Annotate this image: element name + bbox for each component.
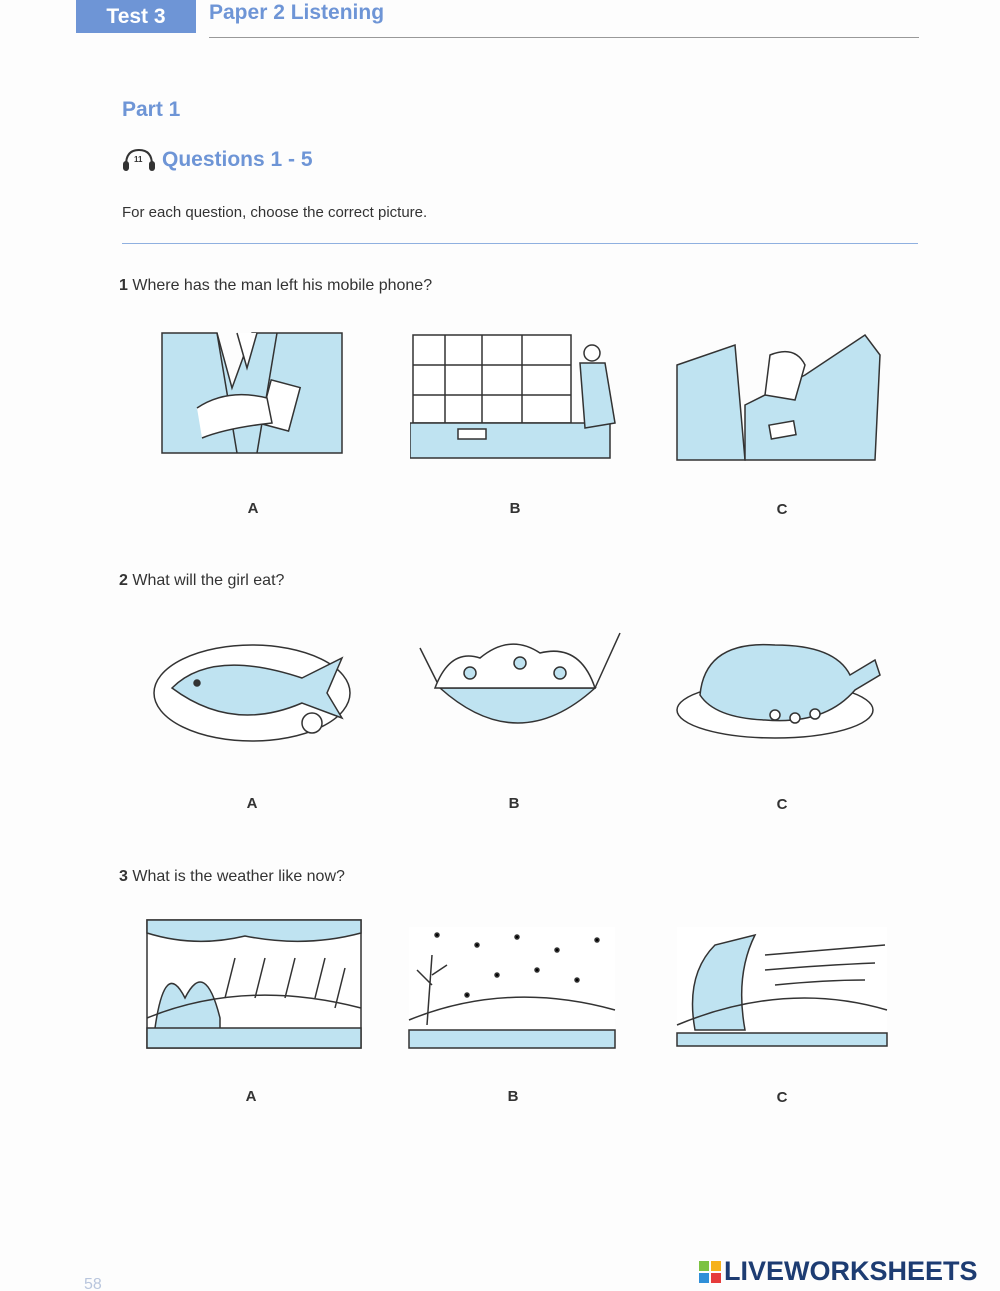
option-3b[interactable]: B [507,1088,519,1105]
question-text: What is the weather like now? [132,868,345,885]
option-3a[interactable]: A [245,1088,257,1105]
test-badge: Test 3 [76,0,196,33]
questions-title: Questions 1 - 5 [162,148,313,171]
live-blocks-icon [699,1260,721,1283]
header-divider [209,37,919,38]
option-1a[interactable]: A [247,500,259,517]
picture-3c-wind[interactable] [675,925,889,1048]
question-number: 2 [119,572,128,589]
picture-2c-roast-chicken[interactable] [675,630,885,742]
part-title: Part 1 [122,98,181,121]
picture-2b-salad[interactable] [410,628,625,750]
track-number: 11 [134,155,143,164]
question-1: 1 Where has the man left his mobile phon… [119,277,432,295]
liveworksheets-logo: LIVEWORKSHEETS [699,1256,978,1287]
question-text: Where has the man left his mobile phone? [132,277,433,294]
section-divider [122,243,918,244]
option-1c[interactable]: C [776,501,788,518]
headphones-icon[interactable]: 11 [122,147,156,173]
instruction: For each question, choose the correct pi… [122,204,428,221]
paper-title: Paper 2 Listening [209,1,385,24]
picture-1b-phone-on-library-desk[interactable] [410,333,622,463]
watermark-text: LIVEWORKSHEETS [724,1256,978,1286]
option-2b[interactable]: B [508,795,520,812]
picture-3b-snow[interactable] [407,925,617,1050]
questions-heading: 11 Questions 1 - 5 [122,147,313,173]
page-number: 58 [84,1276,102,1291]
picture-2a-fish[interactable] [152,638,354,743]
option-2c[interactable]: C [776,796,788,813]
question-number: 3 [119,868,128,885]
option-3c[interactable]: C [776,1089,788,1106]
question-2: 2 What will the girl eat? [119,572,284,590]
picture-1c-phone-on-car-seat[interactable] [675,325,887,463]
question-3: 3 What is the weather like now? [119,868,345,886]
question-text: What will the girl eat? [132,572,285,589]
option-2a[interactable]: A [246,795,258,812]
question-number: 1 [119,277,128,294]
option-1b[interactable]: B [509,500,521,517]
picture-3a-rain[interactable] [145,918,363,1050]
picture-1a-phone-in-jacket[interactable] [157,328,347,458]
